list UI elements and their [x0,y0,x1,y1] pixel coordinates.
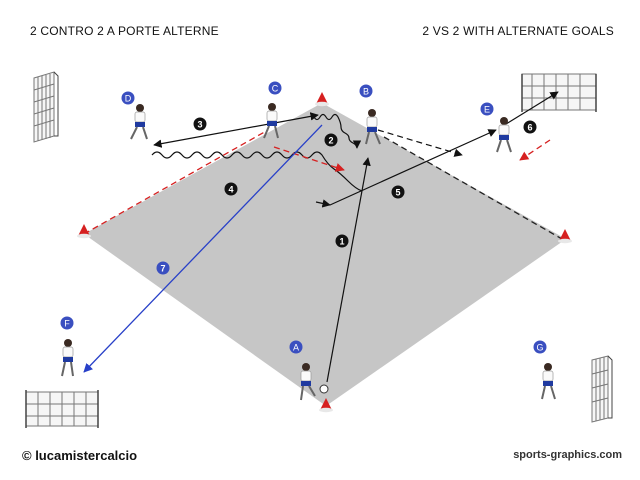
svg-text:5: 5 [395,188,400,198]
goal-bottom-left [25,390,99,428]
site-credit: sports-graphics.com [513,449,622,461]
run-line-red-e [519,139,551,161]
title-english: 2 VS 2 WITH ALTERNATE GOALS [422,24,614,38]
action-badge-2: 2 [324,133,338,147]
player-c-figure [263,103,279,139]
boundary-line-right [383,136,563,240]
svg-text:1: 1 [339,237,344,247]
dribble-line-4 [151,151,363,192]
run-line-4-end [315,199,331,208]
svg-text:2: 2 [328,136,333,146]
pass-line-1 [326,157,371,383]
title-italian: 2 CONTRO 2 A PORTE ALTERNE [30,24,219,38]
svg-text:6: 6 [527,123,532,133]
copyright-text: © lucamistercalcio [22,448,138,463]
goal-top-right [521,73,597,112]
field-area [84,103,566,406]
run-line-e [377,129,463,157]
run-line-red-c [273,146,345,172]
boundary-line-left [83,129,269,235]
pass-line-7 [83,124,323,373]
cone-top [315,92,329,107]
player-badge-d: D [121,91,135,105]
shot-line-6 [505,91,559,125]
cone-bottom [319,398,333,413]
svg-text:A: A [293,343,299,353]
svg-text:7: 7 [160,264,165,274]
svg-text:C: C [272,84,279,94]
cone-right [558,229,572,244]
goal-top-left [33,71,59,143]
svg-text:E: E [484,105,490,115]
player-badge-c: C [268,81,282,95]
action-badge-1: 1 [335,234,349,248]
player-e-figure [496,117,512,153]
player-badge-a: A [289,340,303,354]
dribble-line-2 [313,113,362,149]
svg-text:F: F [64,319,70,329]
player-d-figure [130,104,148,140]
svg-text:D: D [125,94,132,104]
goal-bottom-right [591,355,613,423]
pass-line-5 [329,129,497,206]
action-badge-4: 4 [224,182,238,196]
svg-text:G: G [536,343,543,353]
player-badge-b: B [359,84,373,98]
action-badge-7: 7 [156,261,170,275]
cone-left [77,224,91,239]
player-badge-f: F [60,316,74,330]
player-f-figure [61,339,74,377]
svg-text:4: 4 [228,185,233,195]
player-badge-e: E [480,102,494,116]
player-b-figure [365,109,381,145]
pass-line-3 [153,112,319,148]
svg-text:3: 3 [197,120,202,130]
action-badge-5: 5 [391,185,405,199]
svg-text:B: B [363,87,369,97]
player-g-figure [541,363,556,400]
ball [319,384,329,394]
action-badge-3: 3 [193,117,207,131]
action-badge-6: 6 [523,120,537,134]
player-badge-g: G [533,340,547,354]
player-a-figure [300,363,316,401]
